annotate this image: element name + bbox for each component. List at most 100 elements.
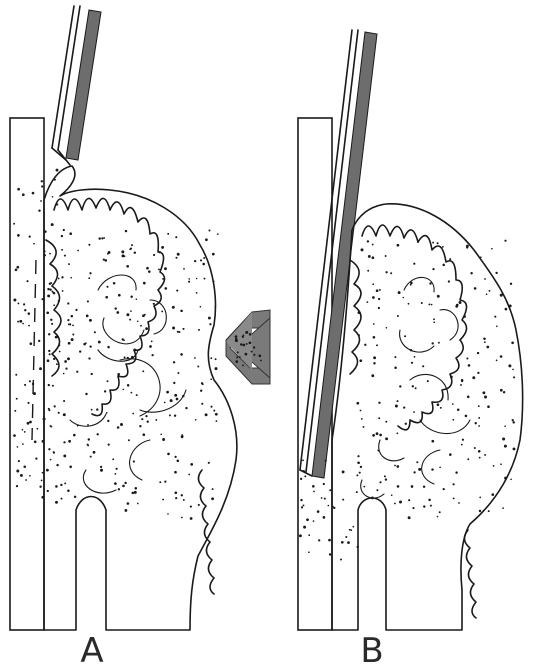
stipple-dot — [500, 463, 502, 465]
stipple-dot — [413, 471, 415, 473]
stipple-dot — [64, 360, 67, 363]
stipple-dot — [384, 475, 386, 477]
stipple-dot — [32, 192, 35, 195]
stipple-dot — [52, 196, 54, 198]
panel-b-epithelium — [362, 225, 467, 430]
stipple-dot — [108, 443, 110, 445]
stipple-dot — [181, 494, 183, 496]
stipple-dot — [17, 321, 19, 323]
stipple-dot — [303, 504, 305, 506]
stipple-dot — [367, 240, 369, 242]
stipple-dot — [198, 504, 200, 506]
stipple-dot — [428, 303, 430, 305]
stipple-dot — [124, 482, 126, 484]
stipple-dot — [511, 342, 514, 345]
stipple-dot — [177, 253, 180, 256]
stipple-dot — [433, 321, 435, 323]
stipple-dot — [452, 403, 454, 405]
stipple-dot — [483, 338, 486, 341]
stipple-dot — [159, 251, 161, 253]
stipple-dot — [484, 396, 487, 399]
stipple-dot — [53, 292, 56, 295]
stipple-dot — [38, 340, 40, 342]
stipple-dot — [141, 418, 143, 420]
stipple-dot — [394, 366, 397, 369]
stipple-dot — [202, 383, 204, 385]
stipple-dot — [323, 483, 325, 485]
stipple-dot — [120, 423, 123, 426]
stipple-dot — [478, 450, 481, 453]
stipple-dot — [164, 267, 167, 270]
stipple-dot — [47, 288, 49, 290]
stipple-dot — [356, 491, 358, 493]
stipple-dot — [208, 462, 210, 464]
stipple-dot — [396, 433, 398, 435]
stipple-dot — [144, 314, 146, 316]
stipple-dot — [145, 327, 148, 330]
stipple-dot — [443, 488, 445, 490]
stipple-dot — [204, 278, 206, 280]
stipple-dot — [213, 410, 215, 412]
stipple-dot — [494, 316, 496, 318]
stipple-dot — [44, 230, 47, 233]
stipple-dot — [50, 319, 52, 321]
stipple-dot — [103, 237, 105, 239]
stipple-dot — [29, 380, 31, 382]
stipple-dot — [308, 534, 310, 536]
stipple-dot — [67, 319, 69, 321]
stipple-dot — [478, 425, 480, 427]
stipple-dot — [198, 329, 200, 331]
stipple-dot — [67, 489, 70, 492]
stipple-dot — [474, 287, 477, 290]
stipple-dot — [215, 358, 217, 360]
stipple-dot — [467, 458, 469, 460]
stipple-dot — [24, 309, 26, 311]
stipple-dot — [73, 434, 76, 437]
stipple-dot — [352, 526, 354, 528]
stipple-dot — [175, 492, 178, 495]
stipple-dot — [509, 304, 512, 307]
stipple-dot — [52, 385, 54, 387]
stipple-dot — [127, 502, 130, 505]
stipple-dot — [180, 310, 183, 313]
stipple-dot — [61, 498, 63, 500]
stipple-dot — [306, 518, 309, 521]
stipple-dot — [22, 443, 24, 445]
stipple-dot — [67, 302, 69, 304]
stipple-dot — [455, 471, 457, 473]
stipple-dot — [194, 260, 196, 262]
stipple-dot — [416, 461, 418, 463]
stipple-dot — [212, 253, 215, 256]
stipple-dot — [58, 278, 60, 280]
stipple-dot — [53, 451, 55, 453]
stipple-dot — [19, 320, 22, 323]
stipple-dot — [161, 310, 163, 312]
panel-b — [298, 30, 523, 630]
stipple-dot — [493, 465, 495, 467]
stipple-dot — [106, 286, 108, 288]
stipple-dot — [71, 338, 74, 341]
stipple-dot — [450, 376, 453, 379]
stipple-dot — [430, 505, 432, 507]
stipple-dot — [28, 325, 30, 327]
stipple-dot — [486, 293, 488, 295]
stipple-dot — [122, 485, 125, 488]
stipple-dot — [107, 420, 109, 422]
stipple-dot — [196, 292, 198, 294]
stipple-dot — [63, 413, 66, 416]
stipple-dot — [127, 357, 129, 359]
stipple-dot — [479, 457, 481, 459]
stipple-dot — [505, 308, 508, 311]
stipple-dot — [101, 237, 103, 239]
stipple-dot — [17, 188, 20, 191]
stipple-dot — [495, 272, 497, 274]
stipple-dot — [27, 402, 29, 404]
stipple-dot — [486, 346, 489, 349]
stipple-dot — [399, 501, 402, 504]
stipple-dot — [131, 392, 133, 394]
stipple-dot — [15, 268, 18, 271]
stipple-dot — [105, 259, 108, 262]
stipple-dot — [379, 481, 381, 483]
stipple-dot — [35, 457, 37, 459]
